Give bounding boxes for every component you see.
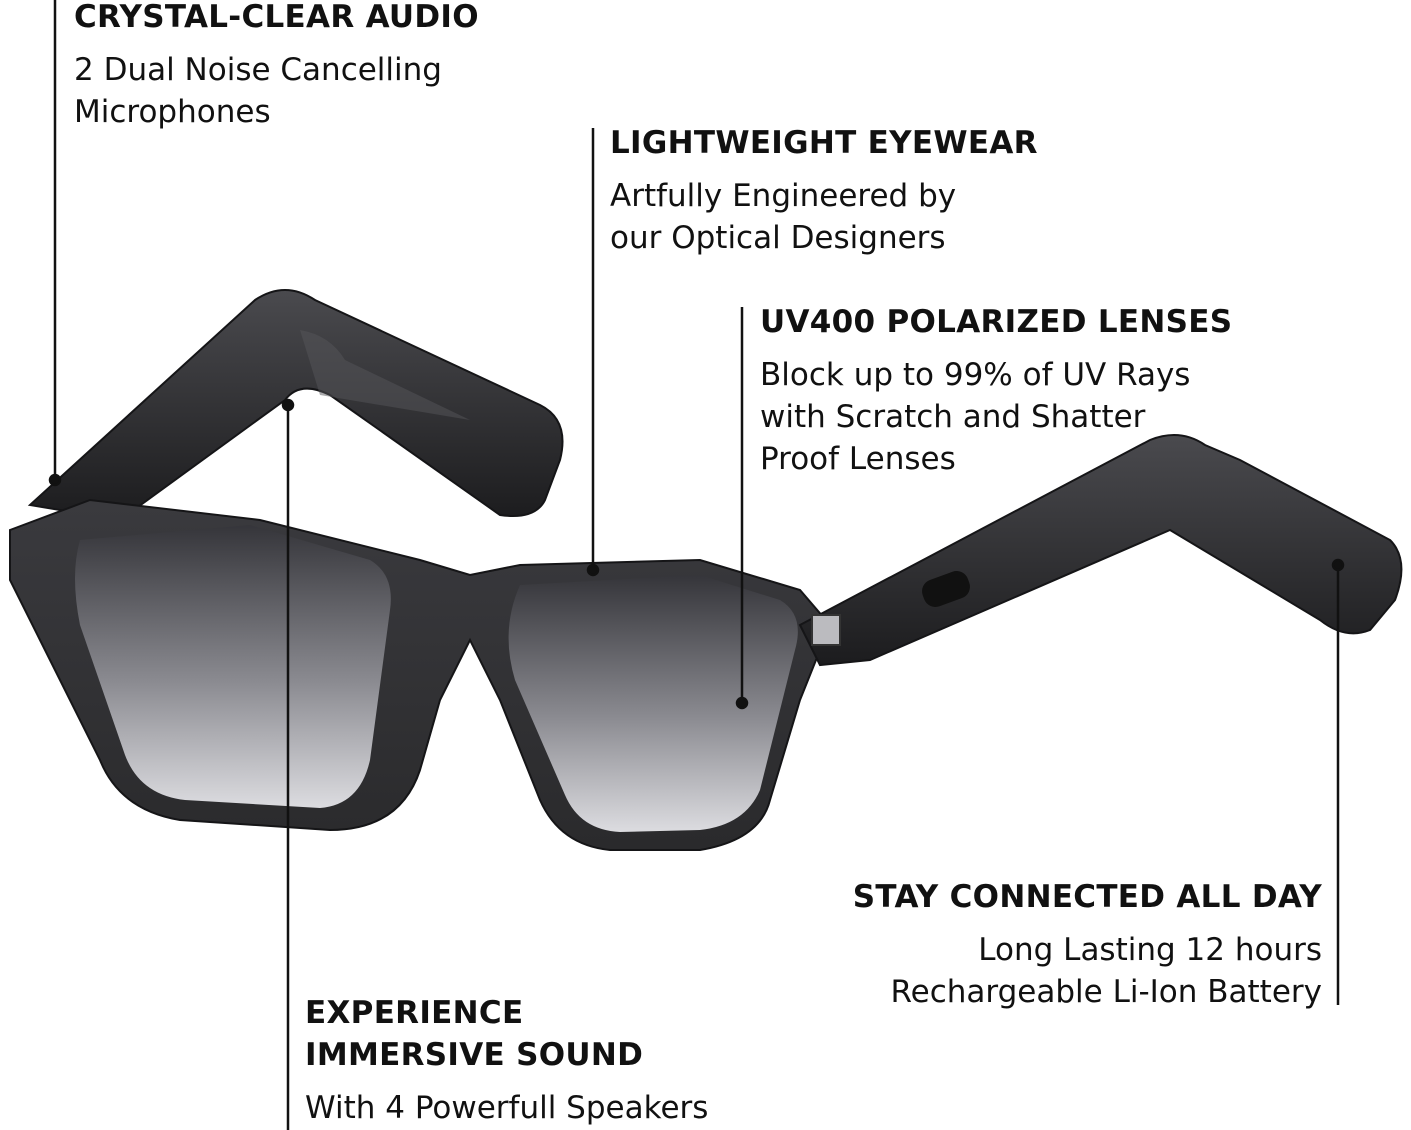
feature-sound-line-1: With 4 Powerfull Speakers	[305, 1090, 709, 1126]
feature-battery: STAY CONNECTED ALL DAY Long Lasting 12 h…	[853, 876, 1322, 1013]
left-lens	[75, 525, 391, 808]
feature-audio: CRYSTAL-CLEAR AUDIO 2 Dual Noise Cancell…	[74, 0, 479, 133]
front-frame	[9, 498, 832, 851]
feature-sound-title-line-1: EXPERIENCE	[305, 995, 524, 1031]
left-temple	[27, 289, 564, 522]
feature-audio-title: CRYSTAL-CLEAR AUDIO	[74, 0, 479, 35]
feature-audio-line-2: Microphones	[74, 94, 271, 130]
feature-eyewear-line-2: our Optical Designers	[610, 220, 946, 256]
feature-sound: EXPERIENCE IMMERSIVE SOUND With 4 Powerf…	[305, 992, 708, 1129]
feature-eyewear-line-1: Artfully Engineered by	[610, 178, 957, 214]
feature-lenses-line-1: Block up to 99% of UV Rays	[760, 357, 1191, 393]
right-lens	[508, 575, 798, 832]
feature-sound-title-line-2: IMMERSIVE SOUND	[305, 1037, 644, 1073]
feature-lenses-title: UV400 POLARIZED LENSES	[760, 304, 1233, 340]
feature-lenses-line-2: with Scratch and Shatter	[760, 399, 1146, 435]
feature-eyewear-title: LIGHTWEIGHT EYEWEAR	[610, 125, 1038, 161]
feature-battery-line-2: Rechargeable Li-Ion Battery	[890, 974, 1323, 1010]
feature-eyewear: LIGHTWEIGHT EYEWEAR Artfully Engineered …	[610, 122, 1038, 259]
feature-lenses-line-3: Proof Lenses	[760, 441, 956, 477]
feature-battery-title: STAY CONNECTED ALL DAY	[852, 879, 1322, 915]
leader-lines	[48, 0, 1345, 1130]
feature-audio-line-1: 2 Dual Noise Cancelling	[74, 52, 442, 88]
right-temple	[798, 434, 1403, 667]
feature-lenses: UV400 POLARIZED LENSES Block up to 99% o…	[760, 301, 1232, 480]
feature-battery-line-1: Long Lasting 12 hours	[978, 932, 1322, 968]
